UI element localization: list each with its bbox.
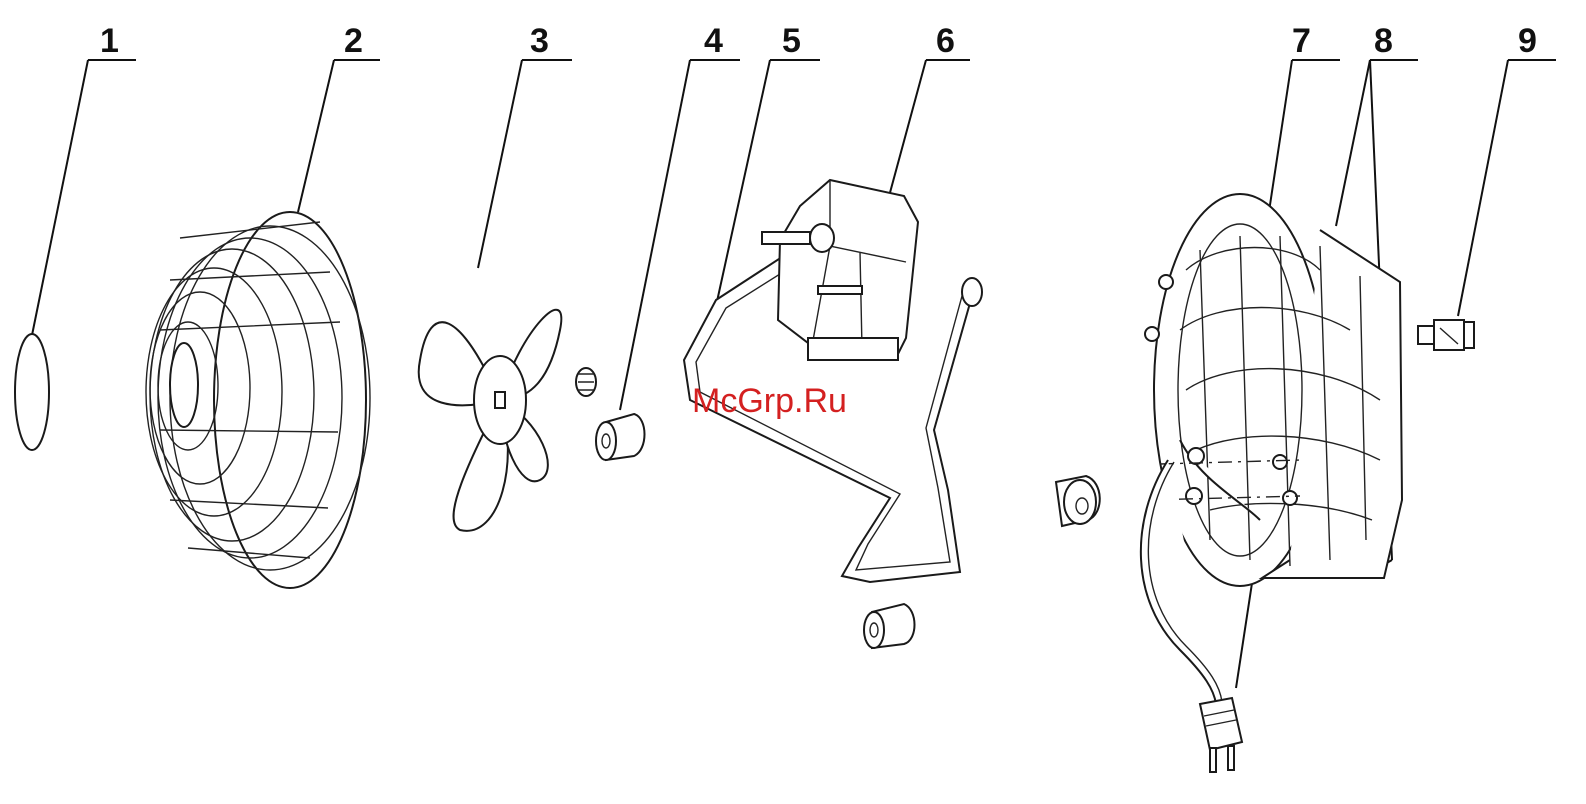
callout-7: 7	[1268, 22, 1340, 218]
callout-label-6: 6	[936, 22, 955, 60]
part-plug	[1200, 698, 1242, 772]
callout-label-2: 2	[344, 22, 363, 60]
callout-label-9: 9	[1518, 22, 1537, 60]
part-switch	[1418, 320, 1474, 350]
part-rubber-bushing-4	[596, 414, 645, 460]
callout-label-5: 5	[782, 22, 801, 60]
callout-label-8: 8	[1374, 22, 1393, 60]
callout-3: 3	[478, 22, 572, 268]
callout-9: 9	[1458, 22, 1556, 316]
callout-6: 6	[888, 22, 970, 200]
callout-label-4: 4	[704, 22, 723, 60]
part-fan-blade	[419, 310, 562, 531]
part-rubber-bushing-right	[1056, 476, 1100, 526]
part-rubber-bushing-lower	[864, 604, 915, 648]
callout-1: 1	[30, 22, 136, 345]
part-front-grille	[146, 212, 370, 588]
callout-label-1: 1	[100, 22, 119, 60]
part-spring-nut	[576, 368, 596, 396]
callout-2: 2	[298, 22, 380, 212]
callout-label-7: 7	[1292, 22, 1311, 60]
part-front-badge	[15, 334, 49, 450]
callout-label-3: 3	[530, 22, 549, 60]
watermark-text: McGrp.Ru	[692, 382, 847, 420]
